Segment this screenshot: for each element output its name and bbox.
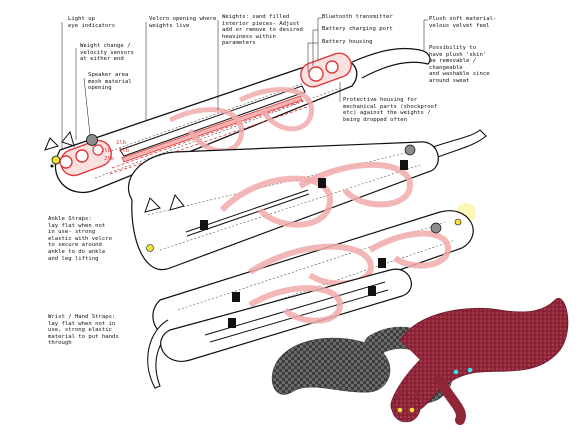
label-wrist-straps: Wrist / Hand Straps: lay flat when not i… <box>48 314 119 347</box>
snake-body-middle <box>127 141 439 271</box>
plush-snake-red <box>390 298 569 416</box>
weight-tag: 2lb <box>101 148 112 154</box>
battery-housing-top <box>300 52 352 88</box>
snake-cutaway-top <box>44 47 431 194</box>
label-housing: Protective housing for mechanical parts … <box>343 97 438 123</box>
snake-tail-top <box>351 47 431 79</box>
label-ankle-straps: Ankle Straps: lay flat when not in use- … <box>48 216 112 262</box>
label-bluetooth: Bluetooth transmitter <box>322 14 393 20</box>
snake-middle <box>127 129 487 271</box>
eye-indicator-icon <box>51 155 61 165</box>
label-velcro-opening: Velcro opening where weights live <box>149 16 217 29</box>
plush-render <box>271 298 569 425</box>
plush-snake-grey <box>271 337 391 395</box>
weight-tag: 1lb <box>119 148 130 154</box>
label-weights: Weights: sand filled interior pieces- Ad… <box>222 14 303 47</box>
sensor-housing-top <box>59 139 112 177</box>
weight-tag: 1lb <box>116 140 127 146</box>
label-eye-indicators: Light up eye indicators <box>68 16 116 29</box>
weight-rods-top <box>121 95 303 163</box>
cat-head-icon <box>44 130 75 151</box>
label-battery-housing: Battery housing <box>322 39 373 45</box>
weight-tag: 2lb <box>104 156 115 162</box>
label-skin: Possibility to have plush 'skin' be remo… <box>429 45 490 84</box>
velcro-slot-top <box>119 85 306 157</box>
label-sensors: Weight change / velocity sensors at eith… <box>80 43 134 63</box>
label-plush: Plush soft material- velous velvet feel <box>429 16 497 29</box>
annotation-leaders <box>61 17 428 150</box>
label-speaker: Speaker area mesh material opening <box>88 72 132 92</box>
speaker-icon <box>86 134 98 146</box>
label-battery-port: Battery charging port <box>322 26 393 32</box>
snake-bottom <box>147 268 412 389</box>
